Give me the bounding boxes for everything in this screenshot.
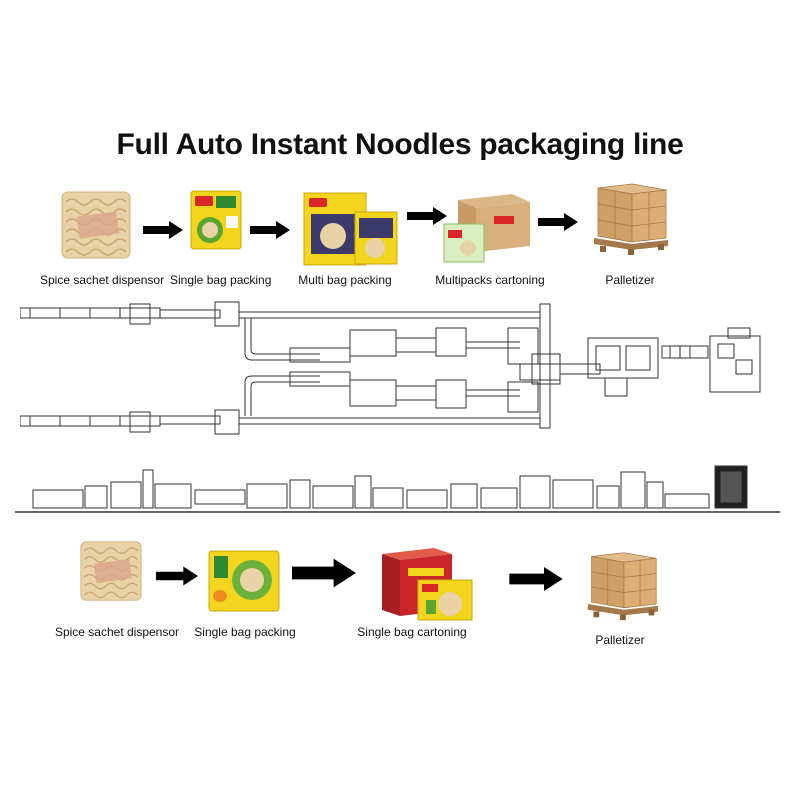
step-label: Multipacks cartoning	[435, 273, 545, 287]
single-bag-cartoning-image	[378, 546, 474, 626]
single-bag-packing-image	[190, 190, 242, 250]
noodle-block-icon	[61, 191, 131, 259]
step-label: Single bag packing	[170, 273, 272, 287]
spice-sachet-dispensor-image	[60, 190, 132, 260]
production-line-elevation-view	[15, 462, 785, 522]
step-label: Spice sachet dispensor	[40, 273, 165, 287]
palletizer-image	[584, 548, 660, 622]
pallet-boxes-icon	[594, 183, 668, 255]
spice-sachet-dispensor-image	[79, 540, 143, 602]
step-label: Single bag packing	[194, 625, 296, 639]
red-carton-icon	[382, 548, 473, 621]
single-bag-icon	[208, 550, 280, 612]
production-line-plan-view	[20, 298, 790, 438]
arrow-right-icon	[407, 207, 447, 225]
step-label: Single bag cartoning	[357, 625, 467, 639]
step-label: Spice sachet dispensor	[54, 625, 180, 639]
noodle-block-icon	[80, 541, 142, 601]
arrow-right-icon	[538, 213, 578, 231]
page-title: Full Auto Instant Noodles packaging line	[116, 128, 684, 161]
arrow-right-icon	[292, 558, 356, 588]
single-bag-packing-image	[208, 550, 280, 612]
arrow-right-icon	[143, 221, 183, 239]
arrow-right-icon	[250, 221, 290, 239]
step-label: Multi bag packing	[298, 273, 392, 287]
pallet-boxes-icon	[587, 552, 659, 621]
arrow-right-icon	[156, 566, 198, 586]
multi-bag-packing-image	[303, 192, 399, 266]
palletizer-image	[590, 180, 670, 256]
multipacks-cartoning-image	[442, 190, 532, 268]
carton-box-icon	[443, 194, 530, 263]
single-bag-icon	[190, 190, 242, 250]
arrow-right-icon	[508, 567, 564, 591]
step-label: Palletizer	[605, 273, 655, 287]
step-label: Palletizer	[595, 633, 645, 647]
multi-bag-icon	[303, 192, 398, 266]
